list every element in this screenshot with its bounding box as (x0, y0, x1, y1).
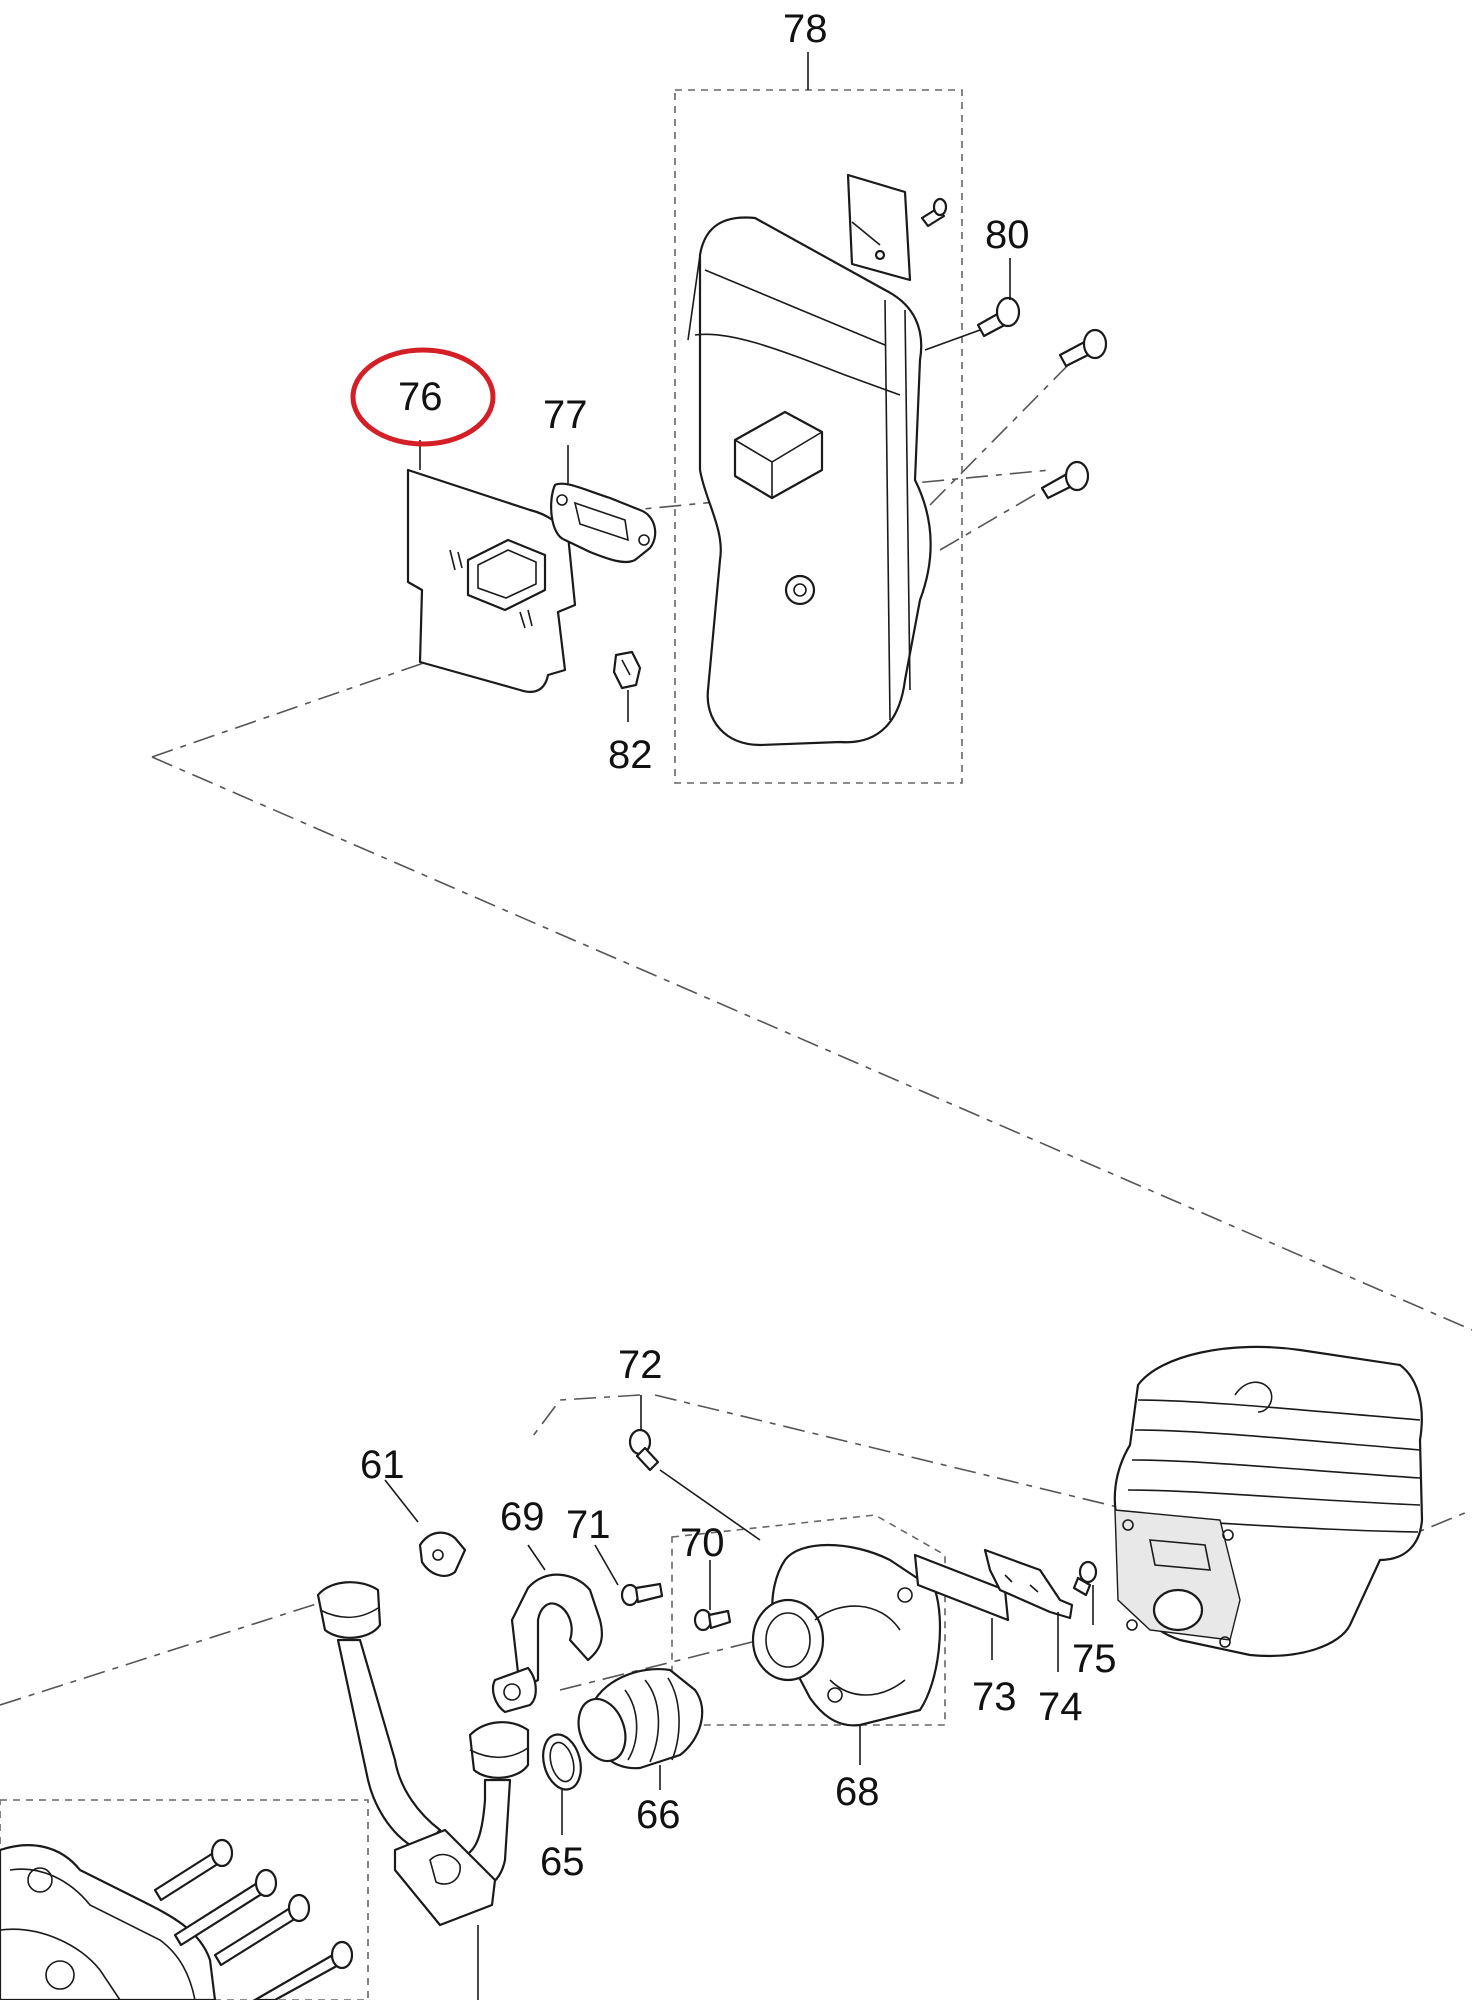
part-74-plate (983, 1548, 1074, 1672)
part-73-gasket (913, 1553, 1010, 1660)
callout-75: 75 (1072, 1637, 1117, 1681)
callout-66: 66 (636, 1793, 681, 1837)
part-76-plate (406, 440, 577, 693)
callout-71: 71 (566, 1503, 611, 1547)
crankcase-bolts (153, 1838, 354, 2000)
screw-80-a (924, 296, 1021, 351)
part-65-clamp (542, 1733, 582, 1835)
callout-82: 82 (608, 733, 653, 777)
muffler-screw-small (920, 197, 948, 228)
part-71-screw (594, 1544, 664, 1607)
part-82-nut (612, 650, 642, 722)
part-70-screw (693, 1560, 732, 1632)
carburettor-boots (316, 1581, 530, 2000)
part-66-intake-boot (577, 1668, 704, 1790)
callout-73: 73 (972, 1675, 1017, 1719)
callout-80: 80 (985, 213, 1030, 257)
muffler-body (687, 216, 932, 747)
highlight-circle-76 (350, 347, 496, 447)
callout-65: 65 (540, 1840, 585, 1884)
callout-68: 68 (835, 1770, 880, 1814)
cylinder (1113, 1345, 1424, 1657)
part-72-screw (628, 1395, 761, 1541)
part-77-gasket (550, 445, 657, 564)
callout-74: 74 (1038, 1685, 1083, 1729)
part-68-intake-manifold (751, 1544, 942, 1765)
callout-70: 70 (680, 1521, 725, 1565)
muffler-heat-shield (846, 173, 912, 282)
callout-76: 76 (398, 375, 443, 419)
callout-72: 72 (618, 1343, 663, 1387)
callout-61: 61 (360, 1443, 405, 1487)
callout-69: 69 (500, 1495, 545, 1539)
callout-77: 77 (543, 393, 588, 437)
part-61-clip (384, 1479, 467, 1577)
screw-80-b (1058, 328, 1108, 368)
muffler-group-box (674, 89, 963, 784)
screw-80-c (1040, 460, 1090, 500)
callout-78: 78 (783, 7, 828, 51)
part-69-hose (491, 1544, 604, 1714)
crankcase-fragment (0, 1844, 217, 2000)
part-75-screw (1072, 1560, 1098, 1625)
